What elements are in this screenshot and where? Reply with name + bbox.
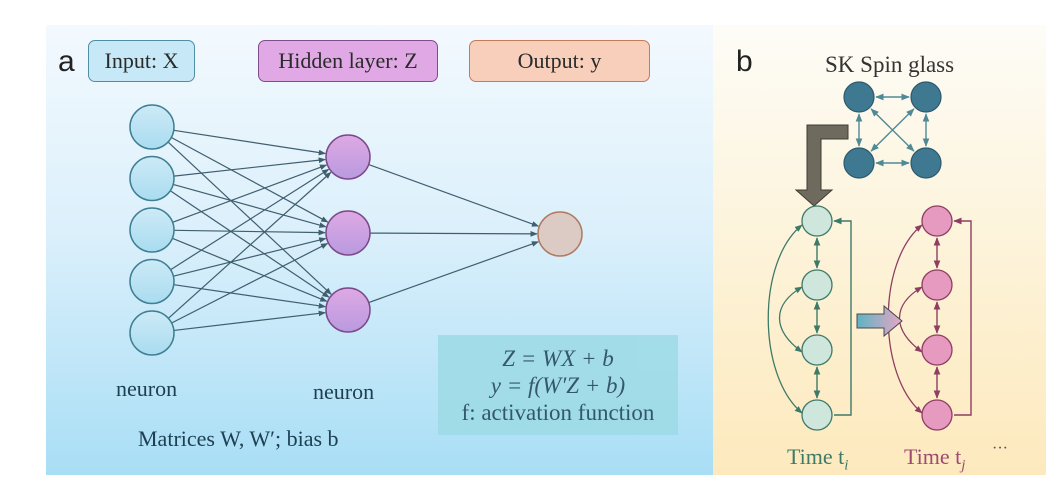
chain-time-j-feedback-loop [953,217,972,416]
chain-time-j-node-4 [921,399,953,431]
time-evolution-arrow-icon [856,304,903,338]
time-j-text: Time t [904,444,962,469]
panel-a-letter: a [58,45,75,78]
time-i-label: Time ti [787,444,848,474]
legend-output: Output: y [469,40,650,82]
chain-time-j-node-1 [921,205,953,237]
chain-time-i-node-1 [801,205,833,237]
edge-input-5-hidden-3 [173,310,326,332]
chain-time-i-node-2 [801,269,833,301]
spin-node-4 [910,147,942,179]
chain-time-i-arc-1-4 [767,224,803,414]
time-i-text: Time t [787,444,845,469]
edge-input-3-hidden-2 [173,229,326,236]
edge-input-2-hidden-3 [169,190,330,298]
edge-input-5-hidden-2 [171,242,329,324]
edge-input-3-hidden-1 [172,164,328,223]
time-j-sub: j [961,457,966,474]
legend-input: Input: X [88,40,195,82]
edge-input-4-hidden-1 [170,168,330,271]
time-j-label: Time tj [904,444,965,474]
down-arrow-icon [794,124,849,207]
hidden-neuron-2 [325,210,371,256]
edge-input-2-hidden-1 [173,157,326,177]
chain-time-i-node-4 [801,399,833,431]
spin-node-3 [843,147,875,179]
chain-time-j-node-2 [921,269,953,301]
input-neuron-4 [129,258,175,305]
edge-input-4-hidden-2 [173,237,327,277]
spin-node-2 [910,81,942,113]
edge-input-1-hidden-2 [171,136,329,223]
hidden-neuron-label: neuron [313,379,375,404]
equation-box: Z = WX + b y = f(W′Z + b) f: activation … [438,335,678,435]
edge-hidden-1-output [368,163,540,227]
edge-input-1-hidden-1 [173,129,326,156]
time-i-sub: i [844,457,849,474]
chain-time-j-node-3 [921,334,953,366]
input-neuron-1 [129,104,175,150]
spin-node-1 [843,81,875,113]
equation-1: Z = WX + b [502,345,614,371]
matrices-label: Matrices W, W′; bias b [138,426,339,452]
edge-hidden-3-output [368,241,540,304]
panel-b-letter: b [736,45,753,78]
matrices-text: Matrices W, W′; bias b [138,426,339,451]
chain-time-i-feedback-loop [833,217,852,416]
input-neuron-label: neuron [116,376,178,401]
chain-time-i-node-3 [801,334,833,366]
input-neuron-5 [129,310,175,356]
output-neuron [537,211,583,257]
spin-glass-title: SK Spin glass [825,52,955,77]
input-neuron-2 [129,155,175,202]
equation-2: y = f(W′Z + b) [490,372,626,398]
input-neuron-3 [129,207,175,253]
edge-hidden-2-output [369,230,538,237]
edge-input-5-hidden-1 [167,171,332,319]
edge-input-2-hidden-2 [173,183,327,228]
equation-3: f: activation function [461,399,655,425]
spin-coupling-2-3 [870,108,915,152]
edge-input-3-hidden-3 [172,237,328,302]
hidden-neuron-1 [325,134,371,180]
edge-input-1-hidden-3 [167,141,332,295]
edge-input-4-hidden-3 [173,284,326,309]
chain-time-j-arc-2-3 [898,286,923,353]
hidden-neuron-3 [325,287,371,333]
chain-time-i-arc-2-3 [778,286,803,353]
ellipsis: ··· [992,440,1008,457]
legend-hidden: Hidden layer: Z [258,40,438,82]
